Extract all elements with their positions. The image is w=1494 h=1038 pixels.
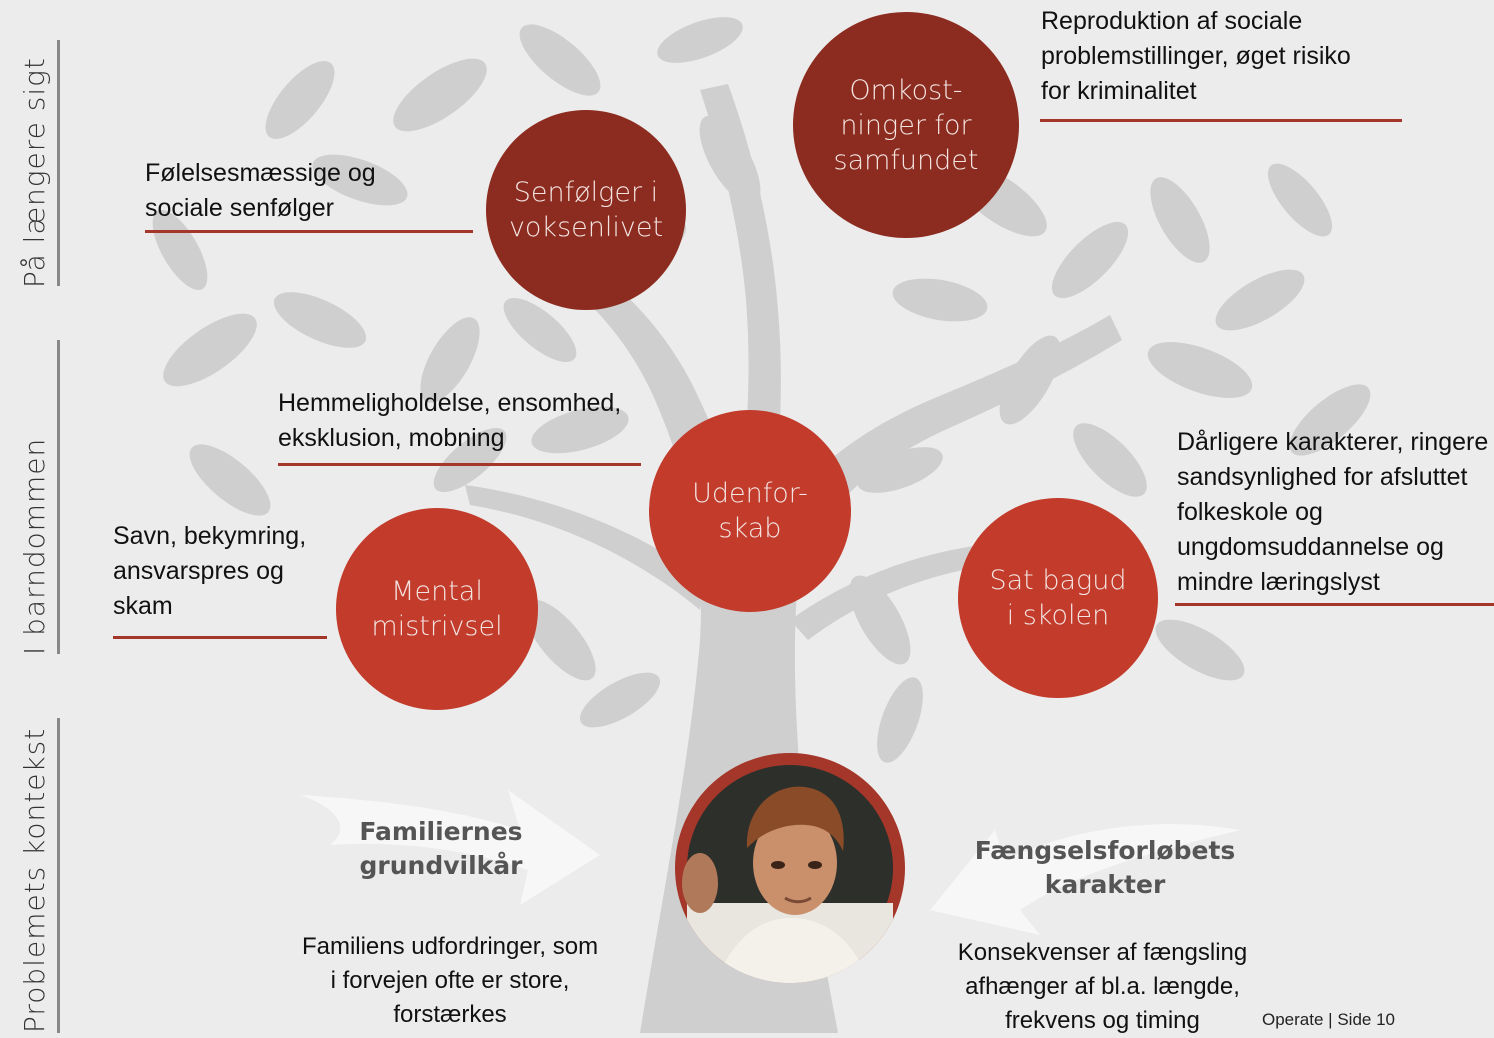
underline-udenforskab xyxy=(278,463,641,466)
circle-udenforskab: Udenfor- skab xyxy=(649,410,851,612)
note-senfolger: Følelsesmæssige og sociale senfølger xyxy=(145,159,376,222)
footer-page-number: 10 xyxy=(1376,1010,1396,1029)
context-text-prison: Konsekvenser af fængsling afhænger af bl… xyxy=(957,939,1248,1034)
note-omkostninger: Reproduktion af sociale problemstillinge… xyxy=(1041,7,1351,105)
context-title-prison: Fængselsforløbets karakter xyxy=(974,836,1236,899)
footer-separator: | xyxy=(1328,1010,1333,1029)
circle-senfolger: Senfølger i voksenlivet xyxy=(486,110,686,310)
note-mental: Savn, bekymring, ansvarspres og skam xyxy=(113,522,307,620)
side-label-childhood: I barndommen xyxy=(18,437,51,655)
circle-sat-bagud: Sat bagud i skolen xyxy=(958,498,1158,698)
child-portrait-image xyxy=(675,753,905,983)
underline-mental xyxy=(113,636,327,639)
note-udenforskab: Hemmeligholdelse, ensomhed, eksklusion, … xyxy=(278,389,622,452)
side-divider-long-term xyxy=(57,40,60,286)
note-skolen: Dårligere karakterer, ringere sandsynlig… xyxy=(1177,428,1489,596)
underline-senfolger xyxy=(145,230,473,233)
side-label-context: Problemets kontekst xyxy=(18,727,51,1033)
context-text-family: Familiens udfordringer, som i forvejen o… xyxy=(301,933,599,1028)
circle-mental-mistrivsel: Mental mistrivsel xyxy=(336,508,538,710)
page-footer: Operate | Side 10 xyxy=(1262,1010,1395,1030)
side-divider-childhood xyxy=(57,340,60,654)
underline-skolen xyxy=(1175,603,1494,606)
circle-omkostninger: Omkost- ninger for samfundet xyxy=(793,12,1019,238)
context-title-family: Familiernes grundvilkår xyxy=(359,817,523,880)
side-label-long-term: På længere sigt xyxy=(18,57,51,288)
side-divider-context xyxy=(57,718,60,1033)
underline-omkostninger xyxy=(1040,119,1402,122)
footer-brand: Operate xyxy=(1262,1010,1324,1029)
footer-page-label: Side xyxy=(1337,1010,1372,1029)
